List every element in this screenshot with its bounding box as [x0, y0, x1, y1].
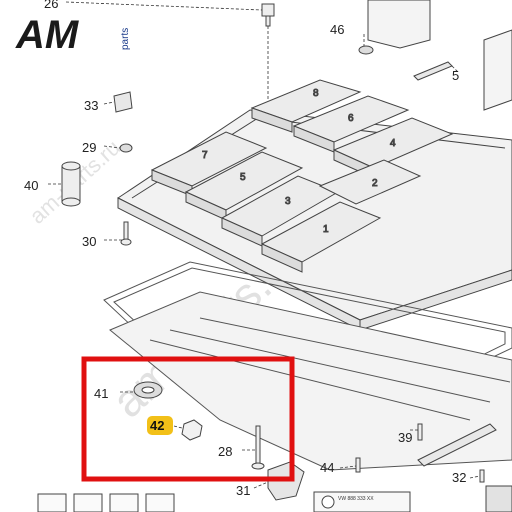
- callout-41: 41: [94, 386, 108, 401]
- part-26-bolt: [261, 3, 275, 27]
- svg-text:2: 2: [372, 178, 378, 189]
- part-46-nut: [358, 45, 374, 55]
- svg-text:7: 7: [202, 150, 208, 161]
- callout-26: 26: [44, 0, 58, 11]
- callout-40: 40: [24, 178, 38, 193]
- module-6: 6: [292, 95, 410, 153]
- module-2: 2: [318, 159, 422, 205]
- callout-5: 5: [452, 68, 459, 83]
- logo-parts-text: parts: [120, 28, 131, 50]
- module-8: 8: [250, 79, 362, 133]
- callout-31: 31: [236, 483, 250, 498]
- part-5-strip: [413, 61, 453, 81]
- svg-text:3: 3: [285, 196, 291, 207]
- module-7: 7: [150, 131, 268, 197]
- part-44-bolt: [355, 457, 361, 473]
- part-40-cylinder: [61, 161, 81, 207]
- part-32-bolt: [479, 469, 485, 483]
- module-3: 3: [220, 175, 340, 247]
- callout-46: 46: [330, 22, 344, 37]
- svg-text:8: 8: [313, 88, 319, 99]
- part-42-nut: [181, 419, 203, 441]
- highlight-label-bg: [147, 416, 173, 435]
- bottom-component: [485, 485, 512, 512]
- part-38-label: [417, 423, 497, 467]
- callout-39: 39: [398, 430, 412, 445]
- svg-text:4: 4: [390, 138, 396, 149]
- bottom-plate: [109, 291, 512, 471]
- callout-44: 44: [320, 460, 334, 475]
- part-30-bolt: [120, 221, 132, 246]
- battery-modules: 8 6 4 7 5 3 2: [150, 79, 454, 273]
- part-33-pad: [113, 91, 133, 113]
- callout-labels: 26 46 5 33 29 40 30 41 42 28 39 44 32 31: [24, 0, 466, 498]
- part-39-clip: [417, 423, 423, 441]
- highlight-frame: [81, 356, 295, 482]
- battery-cover-top: [367, 0, 512, 111]
- svg-text:6: 6: [348, 113, 354, 124]
- type-plaque: VW 888 333 XX: [313, 491, 411, 512]
- callout-33: 33: [84, 98, 98, 113]
- warning-labels: [37, 493, 175, 512]
- svg-text:VW 888 333 XX: VW 888 333 XX: [338, 496, 374, 502]
- logo-am-text: AM: [15, 13, 80, 57]
- am-parts-logo: AM parts: [15, 13, 131, 57]
- callout-32: 32: [452, 470, 466, 485]
- part-41-grommet: [133, 381, 163, 399]
- callout-29: 29: [82, 140, 96, 155]
- part-28-bolt: [251, 425, 265, 470]
- module-1: 1: [260, 201, 382, 273]
- svg-text:1: 1: [323, 224, 329, 235]
- svg-text:5: 5: [240, 172, 246, 183]
- callout-42: 42: [150, 418, 164, 433]
- callout-30: 30: [82, 234, 96, 249]
- leader-lines: [48, 1, 481, 489]
- part-29-nut: [119, 143, 133, 153]
- callout-28: 28: [218, 444, 232, 459]
